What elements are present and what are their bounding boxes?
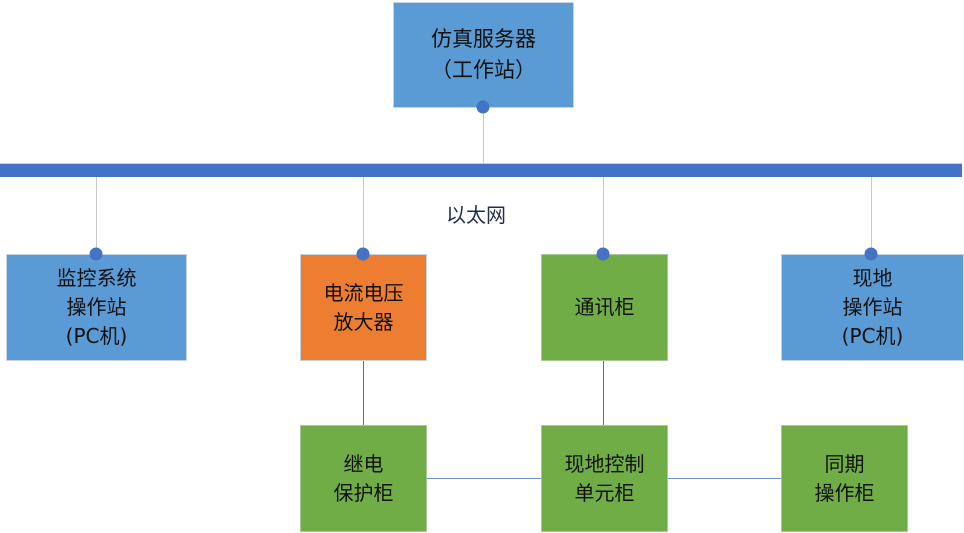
- connector-comm-localctrl: [603, 360, 604, 425]
- connector-dot-fieldop: [864, 247, 878, 261]
- node-label: 现地控制 单元柜: [564, 451, 645, 505]
- node-simulation-server[interactable]: 仿真服务器 （工作站）: [393, 2, 574, 108]
- connector-comm-bus: [603, 176, 604, 254]
- node-current-voltage-amplifier[interactable]: 电流电压 放大器: [300, 254, 427, 361]
- ethernet-bus-label: 以太网: [446, 203, 506, 227]
- connector-monitor-bus: [96, 176, 97, 254]
- connector-amplifier-relay: [363, 360, 364, 425]
- connector-amplifier-bus: [363, 176, 364, 254]
- connector-dot-server: [476, 100, 490, 114]
- node-local-control-unit-cabinet[interactable]: 现地控制 单元柜: [541, 425, 668, 532]
- node-label: 同期 操作柜: [814, 451, 875, 505]
- node-label: 仿真服务器 （工作站）: [431, 27, 536, 82]
- connector-fieldop-bus: [871, 176, 872, 254]
- node-relay-protection-cabinet[interactable]: 继电 保护柜: [300, 425, 427, 532]
- node-field-workstation[interactable]: 现地 操作站 (PC机): [781, 254, 964, 361]
- node-label: 继电 保护柜: [333, 451, 394, 505]
- connector-dot-comm: [596, 247, 610, 261]
- node-synchronization-cabinet[interactable]: 同期 操作柜: [781, 425, 908, 532]
- connector-relay-localctrl: [427, 478, 541, 479]
- node-label: 监控系统 操作站 (PC机): [56, 266, 137, 348]
- connector-dot-monitor: [89, 247, 103, 261]
- node-monitoring-workstation[interactable]: 监控系统 操作站 (PC机): [6, 254, 187, 361]
- ethernet-bus: [0, 163, 962, 177]
- connector-server-bus: [483, 107, 484, 163]
- node-label: 电流电压 放大器: [323, 280, 404, 334]
- node-communication-cabinet[interactable]: 通讯柜: [541, 254, 668, 361]
- connector-dot-amplifier: [356, 247, 370, 261]
- connector-localctrl-sync: [667, 478, 781, 479]
- node-label: 现地 操作站 (PC机): [841, 266, 904, 348]
- node-label: 通讯柜: [574, 295, 635, 319]
